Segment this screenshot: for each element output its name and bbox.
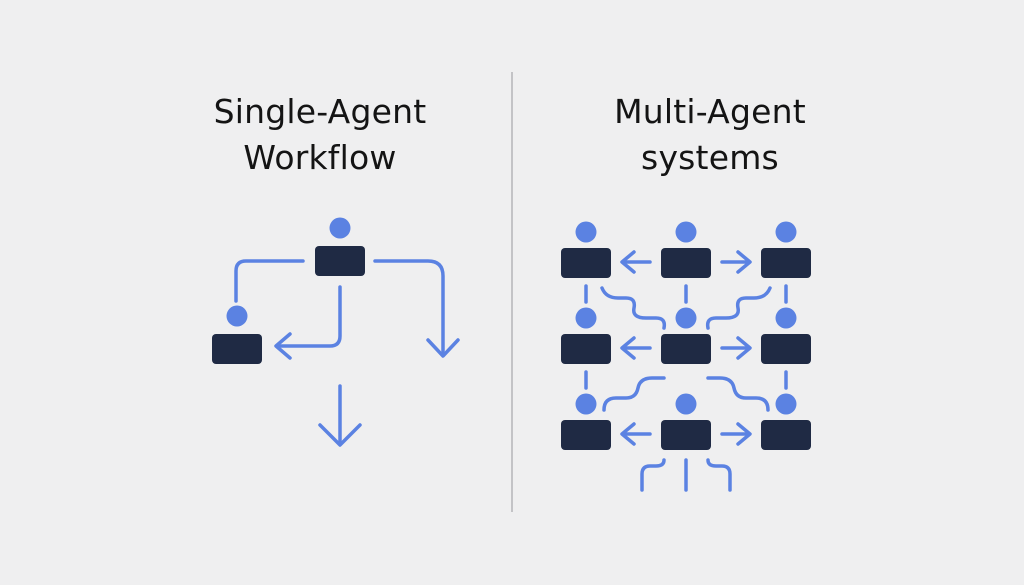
person-body-icon [315, 246, 365, 276]
arrow-down-icon [318, 423, 362, 447]
person-body-icon [561, 248, 611, 278]
arrow-right-icon [736, 422, 752, 446]
connector-output [640, 458, 666, 492]
arrow-left-icon [620, 422, 636, 446]
arrow-down-icon [426, 338, 460, 358]
agent-r3-c3 [761, 393, 811, 450]
connector-squiggle [600, 286, 667, 330]
arrow-left-icon [620, 336, 636, 360]
multi-agent-connectors [584, 250, 788, 492]
person-head-icon [775, 393, 797, 415]
single-agent-title-line-2: Workflow [243, 138, 397, 177]
person-head-icon [675, 221, 697, 243]
agent-r2-c3 [761, 307, 811, 364]
arrow-right-icon [736, 250, 752, 274]
person-head-icon [226, 305, 248, 327]
person-body-icon [661, 248, 711, 278]
person-body-icon [561, 420, 611, 450]
person-head-icon [575, 307, 597, 329]
agent-r1-c1 [561, 221, 611, 278]
single-agent-title: Single-Agent Workflow [170, 89, 470, 181]
multi-agent-title: Multi-Agent systems [560, 89, 860, 181]
agent-r3-c1 [561, 393, 611, 450]
person-body-icon [661, 420, 711, 450]
agent-lead [315, 217, 365, 276]
agent-r1-c3 [761, 221, 811, 278]
person-head-icon [675, 307, 697, 329]
connector-right-branch [373, 259, 445, 357]
connector-output [706, 458, 732, 492]
person-body-icon [661, 334, 711, 364]
arrow-left-icon [274, 332, 292, 360]
person-head-icon [575, 221, 597, 243]
arrow-right-icon [736, 336, 752, 360]
panel-divider [511, 72, 513, 512]
single-agent-title-line-1: Single-Agent [213, 92, 427, 131]
agent-r3-c2 [661, 393, 711, 450]
single-agent-diagram [234, 259, 460, 447]
agent-r2-c2 [661, 307, 711, 364]
agent-r1-c2 [661, 221, 711, 278]
connector-center-to-left-agent [275, 285, 342, 348]
person-body-icon [761, 334, 811, 364]
agent-worker [212, 305, 262, 364]
agent-r2-c1 [561, 307, 611, 364]
connector-squiggle [706, 376, 770, 412]
multi-agent-title-line-2: systems [641, 138, 779, 177]
connector-squiggle [602, 376, 666, 412]
connector-left-branch [234, 259, 305, 303]
arrow-left-icon [620, 250, 636, 274]
person-body-icon [761, 248, 811, 278]
multi-agent-title-line-1: Multi-Agent [614, 92, 806, 131]
person-head-icon [675, 393, 697, 415]
person-head-icon [775, 307, 797, 329]
person-head-icon [329, 217, 351, 239]
person-body-icon [212, 334, 262, 364]
connector-squiggle [705, 286, 772, 330]
person-head-icon [775, 221, 797, 243]
person-head-icon [575, 393, 597, 415]
person-body-icon [561, 334, 611, 364]
person-body-icon [761, 420, 811, 450]
